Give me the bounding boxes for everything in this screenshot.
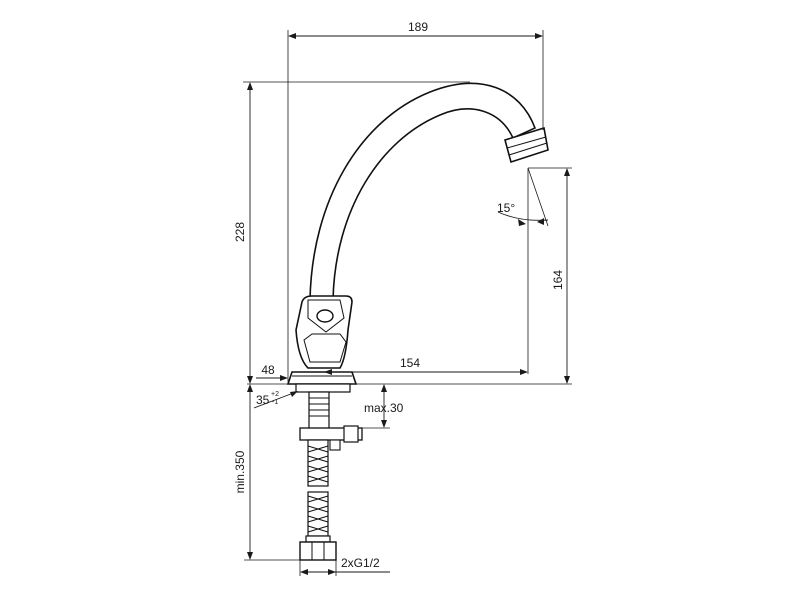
arrowhead — [280, 375, 288, 381]
arrowhead — [247, 552, 253, 560]
dim-label-max30: max.30 — [364, 401, 404, 415]
hose-braid — [307, 445, 329, 483]
arrowhead — [564, 376, 570, 384]
hose-nut — [299, 541, 337, 561]
aerator-ring — [508, 142, 548, 156]
handle-cap — [307, 299, 345, 333]
spout — [309, 82, 537, 301]
lock-nut-stub — [329, 439, 341, 451]
handle — [295, 295, 353, 369]
dim-label-164: 164 — [551, 270, 565, 290]
arrowhead — [520, 369, 528, 375]
hose-upper — [307, 439, 329, 487]
arrowhead — [535, 33, 543, 39]
arrowhead — [300, 569, 308, 575]
dim-tolerance-upper: +2 — [271, 391, 279, 398]
arrowhead — [381, 420, 387, 428]
arrowhead — [518, 219, 526, 226]
arrowhead — [324, 369, 332, 375]
handle-lower-face — [303, 333, 347, 363]
dimension-annotations: 189 228 164 15° 154 48 35 +2 — [233, 20, 572, 576]
arrowhead — [537, 218, 544, 225]
dim-label-15deg: 15° — [497, 201, 515, 215]
arrowhead — [564, 168, 570, 176]
dim-35-leader — [253, 391, 297, 409]
dim-label-35: 35 — [256, 393, 270, 407]
arrowhead — [290, 391, 298, 397]
faucet-base — [286, 371, 358, 385]
hose-nut-collar — [305, 535, 331, 543]
dim-label-48: 48 — [261, 363, 275, 377]
deck-slab — [295, 383, 351, 393]
arrowhead — [381, 384, 387, 392]
dim-label-154: 154 — [400, 356, 420, 370]
dim-label-228: 228 — [233, 222, 247, 242]
arrowhead — [247, 384, 253, 392]
faucet-body — [286, 82, 549, 385]
dim-label-189: 189 — [408, 20, 428, 34]
arrowhead — [247, 82, 253, 90]
angle-ray — [527, 167, 549, 227]
arrowhead — [247, 376, 253, 384]
dim-tolerance-lower: -1 — [272, 399, 278, 406]
arrowhead — [288, 33, 296, 39]
handle-knob — [316, 309, 334, 323]
mounting — [247, 383, 572, 561]
hose-braid — [307, 495, 329, 533]
dim-label-min350: min.350 — [233, 450, 247, 493]
arrowhead — [328, 569, 336, 575]
lock-nut-tab — [343, 425, 359, 443]
dim-label-connection: 2xG1/2 — [341, 556, 380, 570]
aerator-ring — [506, 136, 547, 149]
